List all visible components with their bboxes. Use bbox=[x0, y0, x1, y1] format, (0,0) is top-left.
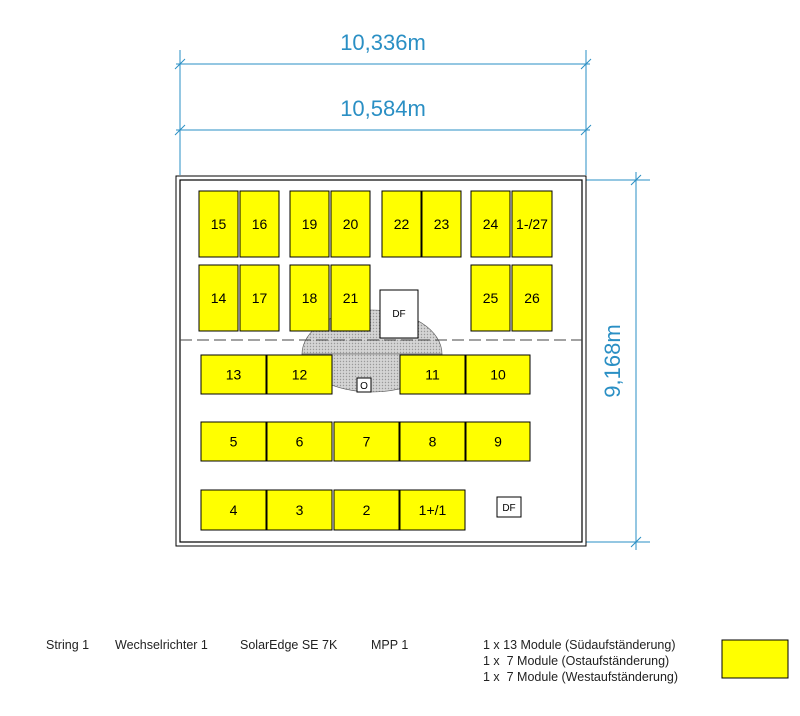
vent-label: O bbox=[360, 381, 368, 392]
footer-inverter: Wechselrichter 1 bbox=[115, 638, 208, 652]
dimension-label-top-outer: 10,336m bbox=[340, 30, 426, 55]
pv-module bbox=[470, 264, 511, 332]
pv-module-label: 16 bbox=[252, 216, 268, 232]
footer-device: SolarEdge SE 7K bbox=[240, 638, 338, 652]
pv-module-label: 19 bbox=[302, 216, 318, 232]
dimension-label-top-inner: 10,584m bbox=[340, 96, 426, 121]
dimension-top bbox=[174, 50, 592, 175]
pv-module bbox=[511, 264, 553, 332]
pv-module-label: 23 bbox=[434, 216, 450, 232]
pv-module bbox=[200, 354, 267, 395]
pv-module bbox=[470, 190, 511, 258]
pv-module-label: 8 bbox=[429, 434, 437, 450]
df-label-bottom: DF bbox=[502, 503, 515, 514]
pv-module bbox=[333, 421, 400, 462]
footer-string: String 1 bbox=[46, 638, 90, 652]
pv-module-label: 17 bbox=[252, 290, 268, 306]
legend-line-south: 1 x 13 Module (Südaufständerung) bbox=[483, 638, 676, 652]
pv-module-label: 21 bbox=[343, 290, 359, 306]
df-label-top: DF bbox=[392, 309, 405, 320]
pv-module bbox=[399, 489, 466, 531]
pv-module bbox=[333, 489, 400, 531]
pv-module bbox=[289, 264, 330, 332]
pv-module bbox=[511, 190, 553, 258]
pv-module-label: 20 bbox=[343, 216, 359, 232]
vent-marker bbox=[356, 377, 372, 393]
legend-color-swatch bbox=[721, 639, 789, 679]
pv-module bbox=[465, 421, 531, 462]
roof-inner-outline bbox=[179, 179, 583, 543]
pv-module-label: 26 bbox=[524, 290, 540, 306]
pv-module-label: 12 bbox=[292, 367, 308, 383]
pv-module-label: 14 bbox=[211, 290, 227, 306]
pv-module-label: 22 bbox=[394, 216, 410, 232]
pv-module-label: 3 bbox=[296, 502, 304, 518]
pv-module-label: 2 bbox=[363, 502, 371, 518]
legend-line-west: 1 x 7 Module (Westaufständerung) bbox=[483, 670, 679, 684]
pv-module-label: 9 bbox=[494, 434, 502, 450]
footer-mpp: MPP 1 bbox=[371, 638, 409, 652]
pv-module bbox=[399, 354, 466, 395]
pv-module bbox=[381, 190, 422, 258]
pv-module bbox=[239, 190, 280, 258]
pv-module-label: 1-/27 bbox=[516, 216, 548, 232]
df-marker-bottom bbox=[496, 496, 522, 518]
pv-module bbox=[399, 421, 466, 462]
pv-module bbox=[330, 190, 371, 258]
pv-module-label: 18 bbox=[302, 290, 318, 306]
pv-module-label: 7 bbox=[363, 434, 371, 450]
pv-module bbox=[421, 190, 462, 258]
pv-module-label: 15 bbox=[211, 216, 227, 232]
pv-module-label: 24 bbox=[483, 216, 499, 232]
pv-module bbox=[266, 354, 333, 395]
pv-module-label: 4 bbox=[230, 502, 238, 518]
pv-module bbox=[289, 190, 330, 258]
pv-module bbox=[239, 264, 280, 332]
pv-module bbox=[266, 421, 333, 462]
roof-outline bbox=[175, 175, 587, 547]
pv-module-label: 13 bbox=[226, 367, 242, 383]
pv-module bbox=[266, 489, 333, 531]
pv-module-label: 6 bbox=[296, 434, 304, 450]
pv-module-label: 1+/1 bbox=[419, 502, 447, 518]
pv-module bbox=[465, 354, 531, 395]
legend-line-east: 1 x 7 Module (Ostaufständerung) bbox=[483, 654, 670, 668]
dimension-label-right: 9,168m bbox=[600, 324, 625, 397]
pv-module-label: 5 bbox=[230, 434, 238, 450]
pv-module-label: 10 bbox=[490, 367, 506, 383]
pv-module-label: 25 bbox=[483, 290, 499, 306]
pv-module bbox=[198, 190, 239, 258]
pv-module-label: 11 bbox=[425, 367, 440, 383]
pv-module bbox=[200, 489, 267, 531]
dimension-right bbox=[586, 172, 650, 550]
pv-module bbox=[330, 264, 371, 332]
pv-module bbox=[198, 264, 239, 332]
df-marker-top bbox=[379, 289, 419, 339]
pv-module bbox=[200, 421, 267, 462]
